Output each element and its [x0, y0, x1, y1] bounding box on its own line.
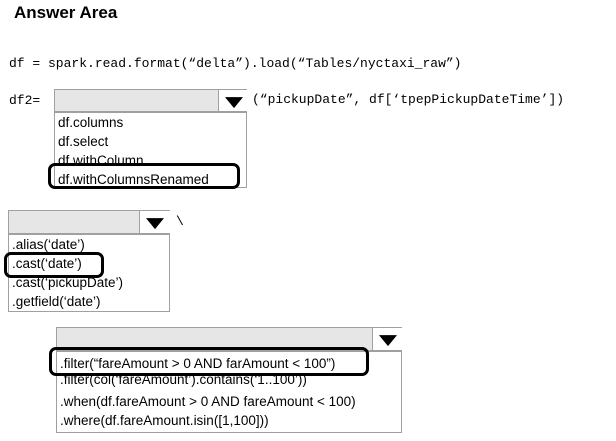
dropdown-2-option[interactable]: .alias(‘date’): [12, 237, 85, 252]
dropdown-1-toggle-button[interactable]: [218, 90, 248, 111]
dropdown-2-options-list: .alias(‘date’) .cast(‘date’) .cast(‘pick…: [8, 234, 170, 312]
dropdown-2-combobox[interactable]: [8, 210, 170, 234]
dropdown-2-option[interactable]: .getfield(‘date’): [12, 294, 101, 309]
line-continuation-backslash: \: [176, 214, 184, 229]
triangle-down-icon: [224, 96, 243, 108]
dropdown-1-options-list: df.columns df.select df.withColumn df.wi…: [54, 112, 247, 188]
dropdown-1-combobox[interactable]: [54, 89, 248, 112]
dropdown-3-combobox[interactable]: [56, 327, 402, 351]
triangle-down-icon: [146, 218, 164, 230]
dropdown-1-option[interactable]: df.select: [58, 134, 109, 149]
dropdown-3-toggle-button[interactable]: [372, 328, 402, 350]
dropdown-1-option[interactable]: df.withColumn: [58, 153, 144, 168]
dropdown-3-options-list: .filter(“fareAmount > 0 AND farAmount < …: [56, 351, 402, 433]
answer-area-title: Answer Area: [14, 3, 118, 22]
code-df2-prefix: df2=: [9, 93, 41, 108]
dropdown-2-option-selected[interactable]: .cast(‘date’): [12, 256, 82, 271]
dropdown-1-option-selected[interactable]: df.withColumnsRenamed: [58, 172, 209, 187]
dropdown-3-option[interactable]: .where(df.fareAmount.isin([1,100])): [60, 413, 269, 428]
dropdown-2-toggle-button[interactable]: [139, 211, 170, 233]
dropdown-1-option[interactable]: df.columns: [58, 115, 124, 130]
dropdown-3-option[interactable]: .when(df.fareAmount > 0 AND fareAmount <…: [60, 394, 356, 409]
triangle-down-icon: [378, 335, 397, 347]
dropdown-2-option[interactable]: .cast(‘pickupDate’): [12, 275, 124, 290]
code-df2-args: (“pickupDate”, df[‘tpepPickupDateTime’]): [252, 92, 565, 107]
code-line-spark-read: df = spark.read.format(“delta”).load(“Ta…: [9, 56, 462, 71]
dropdown-3-option-selected[interactable]: .filter(“fareAmount > 0 AND farAmount < …: [60, 356, 336, 371]
dropdown-3-option[interactable]: .filter(col(‘fareAmount’).contains(‘1..1…: [60, 373, 307, 387]
